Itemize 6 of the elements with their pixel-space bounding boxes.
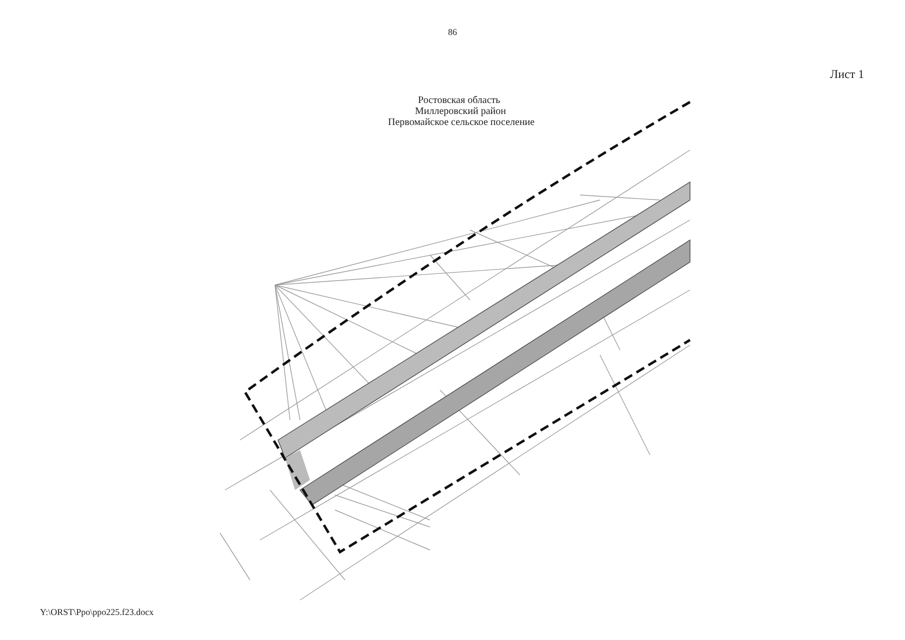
file-path: Y:\ORST\Ppo\ppo225.f23.docx [40, 607, 154, 618]
region-heading: Ростовская область [418, 95, 500, 107]
sheet-label: Лист 1 [830, 67, 864, 82]
district-heading: Миллеровский район [415, 106, 506, 118]
page-number: 86 [448, 27, 457, 38]
settlement-heading: Первомайское сельское поселение [388, 117, 535, 129]
